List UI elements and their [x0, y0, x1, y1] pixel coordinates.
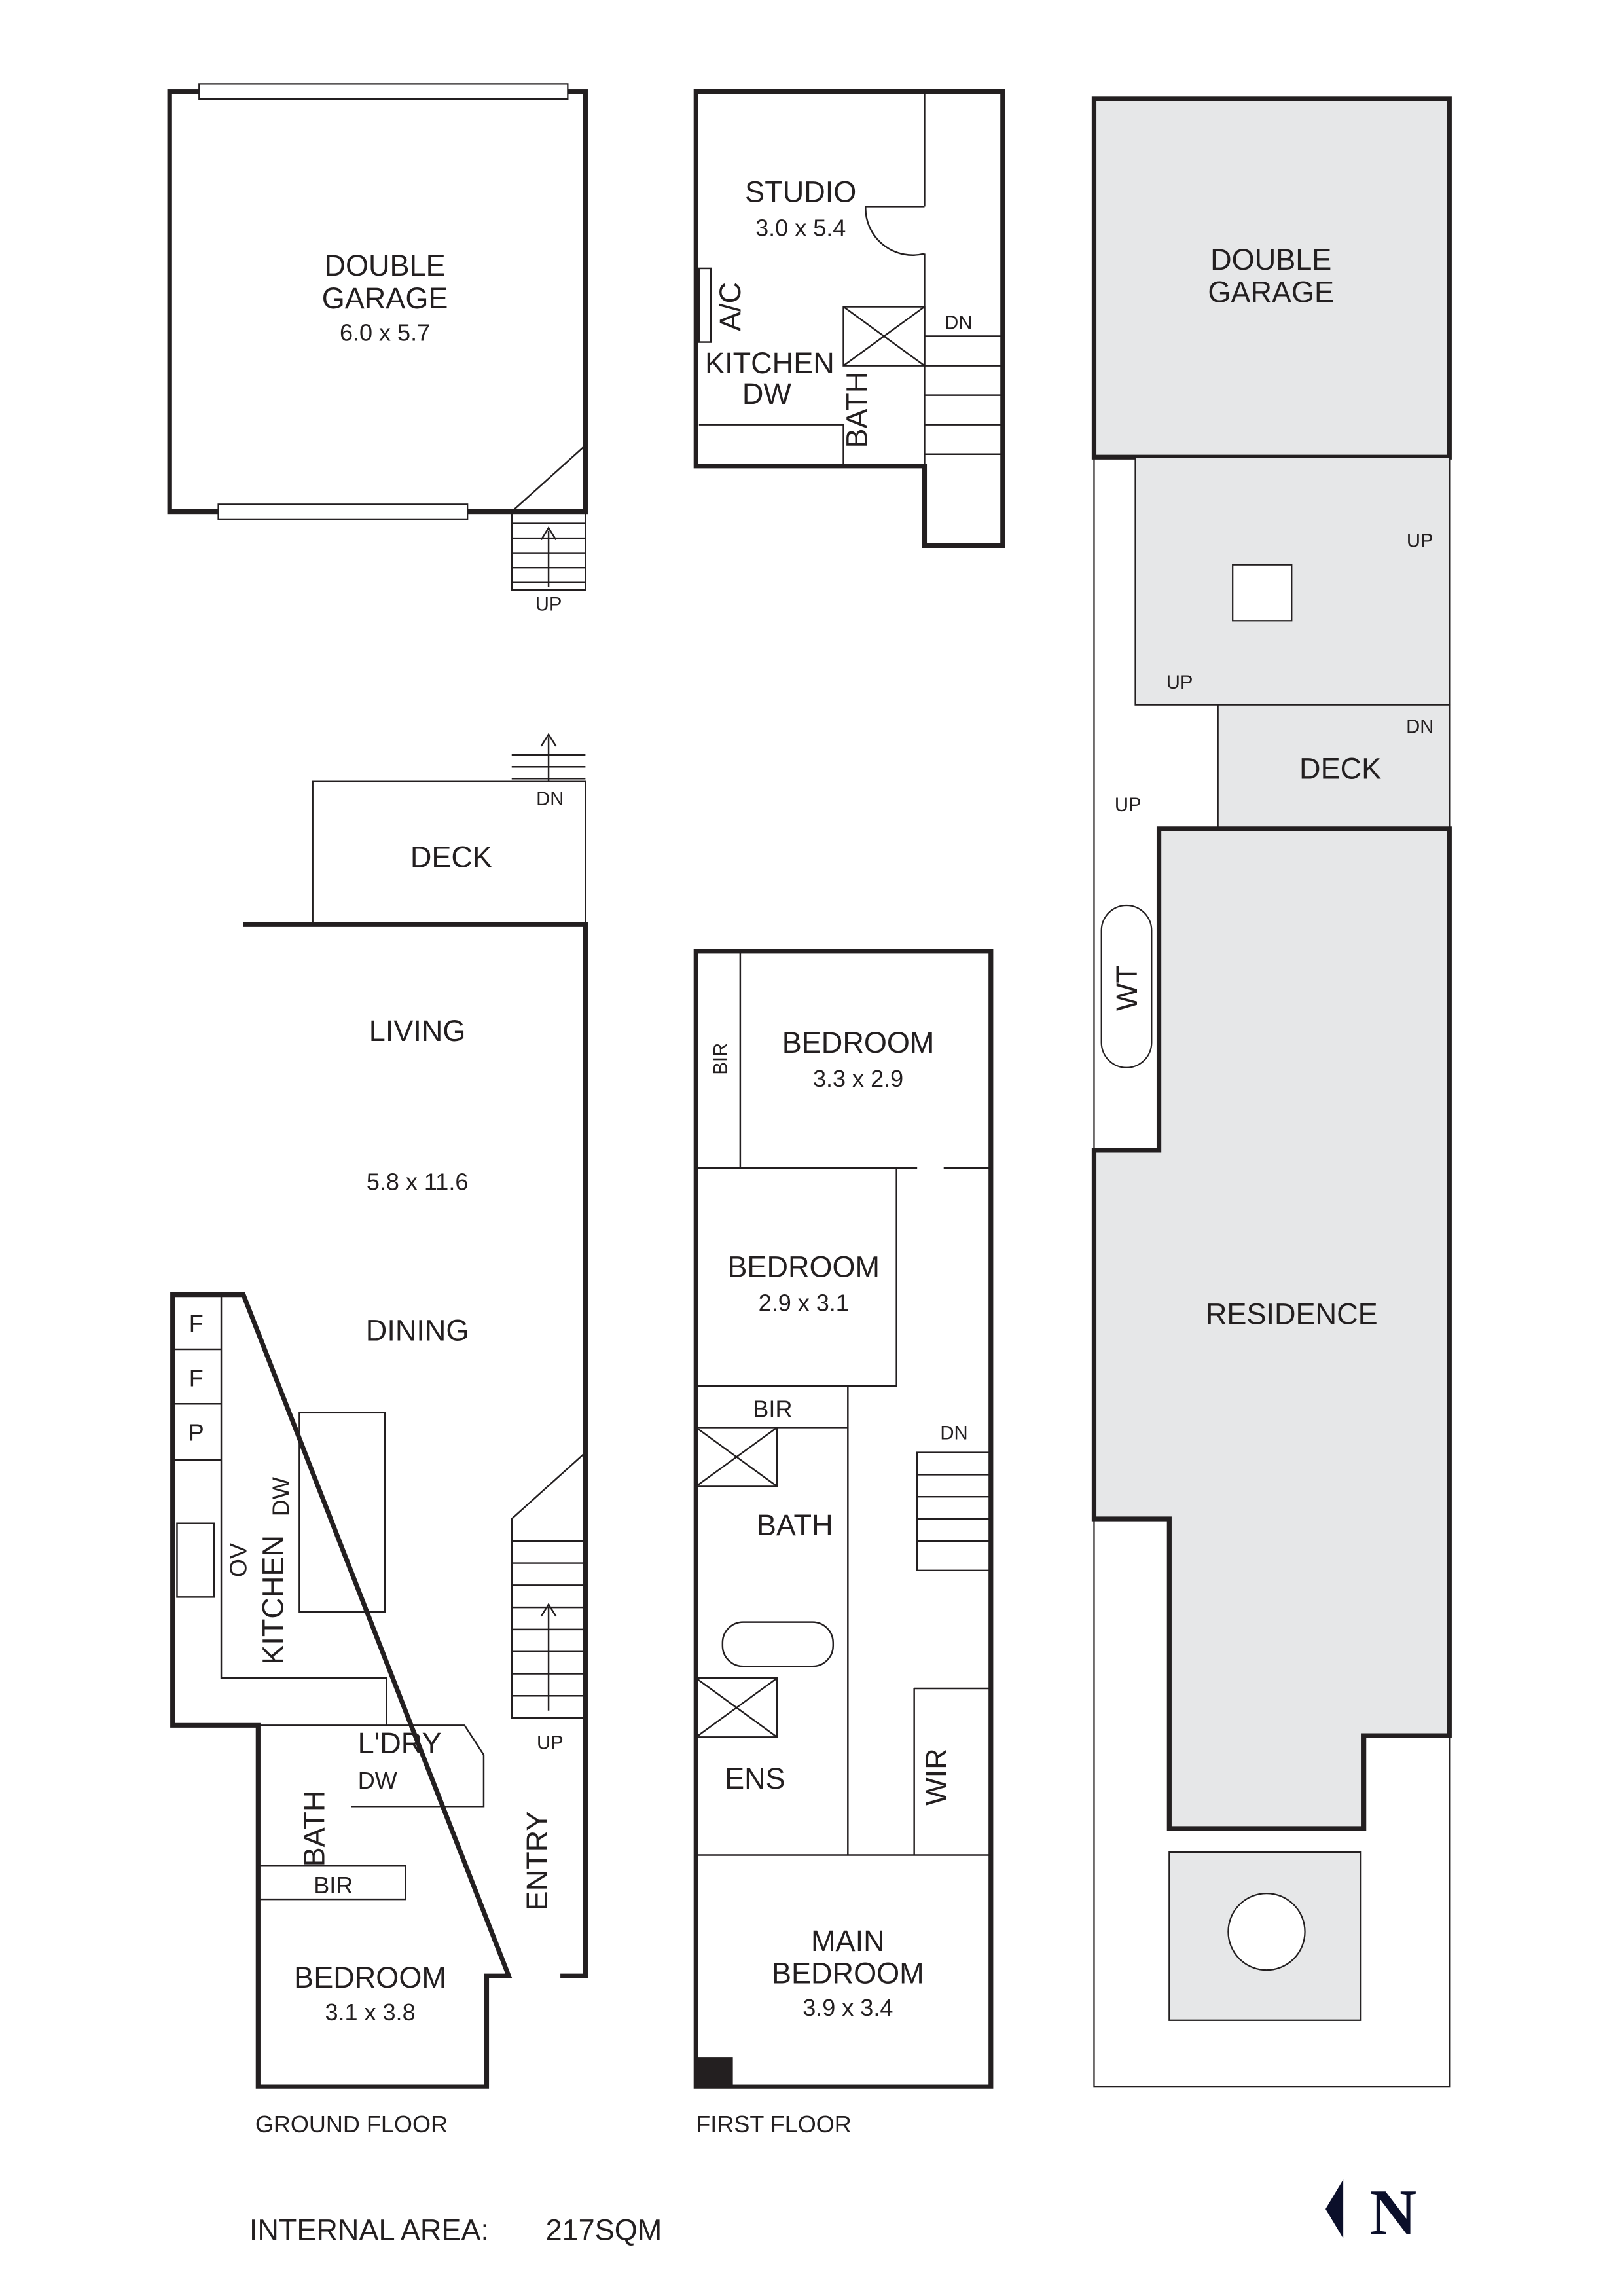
stair-label: UP [535, 593, 562, 615]
room-label: BEDROOM [727, 1250, 880, 1284]
room-label: WIR [920, 1748, 953, 1806]
room-label: BEDROOM [772, 1956, 924, 1990]
north-arrow-icon [1325, 2179, 1344, 2239]
room-label: MAIN [811, 1924, 885, 1958]
internal-area-label: INTERNAL AREA: [249, 2213, 489, 2246]
room-label: KITCHEN [705, 346, 835, 380]
room-label: BEDROOM [294, 1961, 446, 1994]
stair-label: UP [537, 1732, 564, 1753]
room-size: 3.1 x 3.8 [325, 1999, 415, 2026]
studio-plan: STUDIO 3.0 x 5.4 A/C KITCHEN DW BATH DN [693, 89, 1005, 548]
stair-label: UP [1115, 794, 1142, 816]
dw-label: DW [742, 377, 792, 410]
room-label: DECK [410, 840, 492, 873]
site-label: DECK [1299, 752, 1381, 785]
stair-label: DN [945, 312, 972, 333]
room-size: 2.9 x 3.1 [759, 1289, 849, 1316]
site-plan: DOUBLE GARAGE UP UP UP DN DECK WT RESIDE… [1091, 96, 1452, 2088]
site-label: RESIDENCE [1206, 1298, 1378, 1331]
site-label: GARAGE [1208, 276, 1334, 309]
first-floor-plan: BIR BEDROOM 3.3 x 2.9 BEDROOM 2.9 x 3.1 … [693, 949, 994, 2138]
room-label: BATH [840, 372, 874, 448]
dw-label: DW [358, 1767, 397, 1794]
floor-caption: FIRST FLOOR [696, 2111, 851, 2138]
room-label: BATH [757, 1508, 833, 1542]
garage-plan: DOUBLE GARAGE 6.0 x 5.7 UP [167, 83, 588, 615]
stair-label: DN [940, 1422, 967, 1444]
room-size: 5.8 x 11.6 [367, 1169, 469, 1195]
room-label: BEDROOM [782, 1026, 935, 1059]
stair-label: DN [1406, 716, 1433, 737]
room-label: STUDIO [745, 175, 856, 209]
room-size: 3.0 x 5.4 [755, 214, 846, 241]
room-size: 6.0 x 5.7 [340, 319, 430, 346]
oven-label: OV [225, 1543, 251, 1577]
room-label: L'DRY [358, 1726, 442, 1760]
stair-label: UP [1407, 530, 1433, 552]
room-label: BIR [710, 1043, 732, 1075]
room-label: BIR [314, 1872, 353, 1899]
cupboard-label: F [189, 1364, 204, 1391]
stair-label: UP [1166, 672, 1193, 693]
stair-label: DN [536, 788, 564, 810]
room-label: DINING [366, 1313, 469, 1347]
room-label: ENTRY [520, 1812, 554, 1911]
ground-floor-plan: DECK DN LIVING 5.8 x 11.6 DINING F F P O… [170, 733, 588, 2138]
room-label: BATH [298, 1791, 331, 1867]
room-label: BIR [753, 1396, 792, 1423]
cupboard-label: F [189, 1310, 204, 1337]
internal-area-value: 217SQM [546, 2213, 662, 2246]
ac-label: A/C [713, 282, 747, 331]
pantry-label: P [189, 1419, 204, 1446]
room-label: GARAGE [322, 282, 448, 315]
site-label: DOUBLE [1210, 243, 1331, 276]
dw-label: DW [268, 1477, 295, 1516]
room-label: LIVING [369, 1014, 466, 1048]
north-label: N [1370, 2177, 1417, 2248]
room-size: 3.9 x 3.4 [802, 1994, 893, 2021]
water-tank-label: WT [1110, 965, 1144, 1011]
room-label: DOUBLE [324, 249, 445, 282]
room-size: 3.3 x 2.9 [813, 1065, 903, 1092]
floor-caption: GROUND FLOOR [255, 2111, 448, 2138]
room-label: ENS [725, 1762, 785, 1795]
room-label: KITCHEN [257, 1535, 290, 1665]
